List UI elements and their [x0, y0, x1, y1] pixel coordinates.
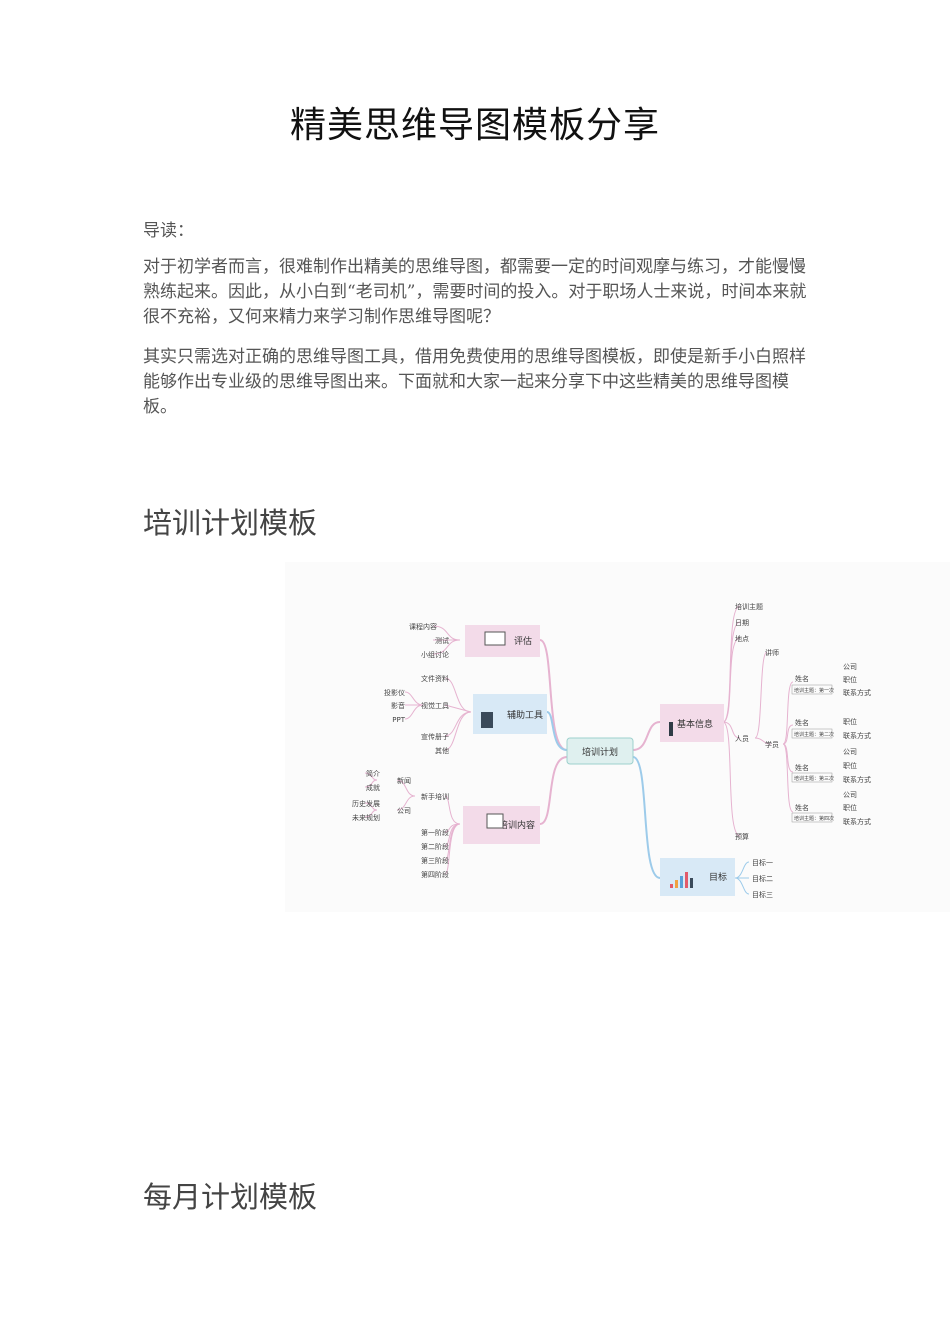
central-topic: [566, 737, 634, 765]
branch-line: [632, 721, 661, 751]
svg-text:职位: 职位: [843, 761, 857, 770]
trainee-card: 姓名 培训主题：第四次 公司 职位 联系方式: [791, 791, 871, 826]
leaf-label: 预算: [735, 832, 749, 841]
leaf-label: 投影仪: [384, 688, 405, 697]
leaf-label: 公司: [397, 807, 411, 815]
leaf-label: 学员: [765, 740, 779, 749]
leaf-label: 地点: [735, 634, 749, 643]
svg-text:姓名: 姓名: [795, 674, 809, 683]
presenter-icon: [481, 712, 493, 728]
branch-evaluation-label: 评估: [514, 635, 532, 647]
branch-goals-label: 目标: [709, 871, 727, 883]
leaf-label: 目标一: [752, 858, 773, 867]
leaf-label: 视觉工具: [421, 701, 449, 710]
leaf-label: PPT: [392, 716, 405, 724]
svg-text:培训主题：第二次: 培训主题：第二次: [794, 731, 834, 738]
svg-text:公司: 公司: [843, 791, 857, 799]
leaf-label: 历史发展: [352, 799, 380, 808]
intro-label: 导读：: [143, 221, 194, 241]
svg-text:联系方式: 联系方式: [843, 775, 871, 784]
leaf-label: 第三阶段: [421, 856, 449, 865]
svg-text:联系方式: 联系方式: [843, 817, 871, 826]
leaf-label: 新闻: [397, 776, 411, 785]
svg-text:培训主题：第四次: 培训主题：第四次: [794, 815, 834, 822]
branch-goals: [660, 858, 735, 896]
leaf-label: 目标三: [752, 890, 773, 899]
leaf-label: 影音: [391, 701, 405, 710]
leaf-label: 未来规划: [352, 813, 380, 822]
leaf-label: 讲师: [765, 648, 779, 657]
branch-tools-label: 辅助工具: [507, 709, 543, 721]
whiteboard-icon: [484, 631, 506, 646]
svg-text:职位: 职位: [843, 675, 857, 684]
leaf-label: 课程内容: [409, 622, 437, 631]
branch-line: [539, 756, 568, 825]
intro-paragraph-2: 其实只需选对正确的思维导图工具，借用免费使用的思维导图模板，即使是新手小白照样能…: [143, 347, 806, 417]
leaf-label: 第二阶段: [421, 842, 449, 851]
plant-icon: [669, 722, 673, 736]
bar-chart-icon: [670, 872, 693, 888]
svg-text:培训主题：第一次: 培训主题：第一次: [794, 687, 834, 694]
svg-text:公司: 公司: [843, 748, 857, 756]
central-topic-label: 培训计划: [582, 746, 618, 758]
svg-text:联系方式: 联系方式: [843, 688, 871, 697]
mind-map-svg: 培训计划 评估 辅助工具 培训内容 基本信息 目标 课程内容 测试 小组讨论 文…: [352, 602, 871, 899]
mind-map-image: 培训计划 评估 辅助工具 培训内容 基本信息 目标 课程内容 测试 小组讨论 文…: [285, 562, 950, 912]
svg-text:姓名: 姓名: [795, 763, 809, 772]
section-heading-training-plan: 培训计划模板: [143, 506, 318, 540]
svg-text:公司: 公司: [843, 663, 857, 671]
svg-text:姓名: 姓名: [795, 803, 809, 812]
leaf-label: 成就: [366, 783, 380, 792]
leaf-label: 新手培训: [421, 792, 449, 801]
leaf-label: 测试: [435, 636, 449, 645]
trainee-card: 姓名 培训主题：第一次 公司 职位 联系方式: [791, 663, 871, 697]
svg-text:联系方式: 联系方式: [843, 731, 871, 740]
intro-paragraph-1: 对于初学者而言，很难制作出精美的思维导图，都需要一定的时间观摩与练习，才能慢慢熟…: [143, 257, 807, 327]
branch-line: [539, 639, 568, 751]
leaf-label: 目标二: [752, 874, 773, 883]
svg-text:姓名: 姓名: [795, 718, 809, 727]
leaf-label: 第一阶段: [421, 828, 449, 837]
leaf-label: 小组讨论: [421, 650, 449, 659]
branch-content-label: 培训内容: [499, 819, 535, 831]
leaf-label: 培训主题: [735, 602, 763, 611]
leaf-label: 人员: [735, 735, 749, 743]
leaf-label: 简介: [366, 769, 380, 778]
svg-text:职位: 职位: [843, 803, 857, 812]
leaf-label: 文件资料: [421, 674, 449, 683]
leaf-label: 其他: [435, 746, 449, 755]
svg-text:职位: 职位: [843, 717, 857, 726]
branch-line: [632, 756, 661, 879]
branch-basic-info-label: 基本信息: [677, 718, 713, 730]
easel-icon: [486, 813, 504, 829]
branch-line: [546, 711, 568, 751]
page-title: 精美思维导图模板分享: [289, 105, 660, 146]
leaf-label: 宣传册子: [421, 732, 449, 741]
trainee-card: 姓名 培训主题：第二次 职位 联系方式: [791, 717, 871, 740]
trainee-card: 姓名 培训主题：第三次 公司 职位 联系方式: [791, 748, 871, 784]
leaf-label: 第四阶段: [421, 870, 449, 879]
section-heading-monthly-plan: 每月计划模板: [143, 1180, 318, 1214]
leaf-label: 日期: [735, 619, 749, 627]
svg-text:培训主题：第三次: 培训主题：第三次: [794, 775, 834, 782]
